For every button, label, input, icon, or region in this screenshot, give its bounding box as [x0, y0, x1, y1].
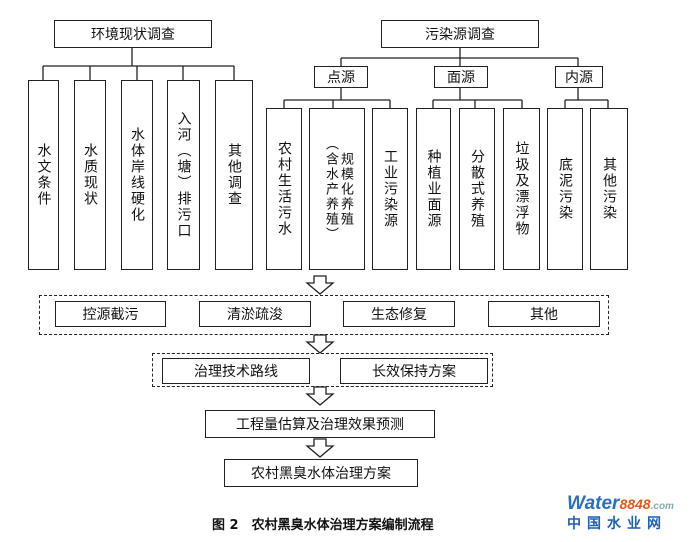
route-technical: 治理技术路线: [162, 358, 310, 384]
estimate-box: 工程量估算及治理效果预测: [205, 410, 435, 438]
group-point-source: 点源: [314, 66, 368, 88]
figure-caption: 图 2 农村黑臭水体治理方案编制流程: [212, 518, 434, 533]
measure-other: 其他: [488, 301, 600, 327]
pollution-survey-title: 污染源调查: [381, 20, 539, 48]
internal-item-sediment: 底泥污染: [547, 108, 583, 270]
routes-group: [152, 353, 493, 387]
env-item-water-quality: 水质现状: [74, 80, 106, 270]
env-item-shoreline: 水体岸线硬化: [121, 80, 153, 270]
measure-dredging: 清淤疏浚: [199, 301, 311, 327]
env-item-hydrology: 水文条件: [28, 80, 59, 270]
watermark-logo: Water8848.com 中国水业网: [567, 493, 674, 532]
nonpoint-item-garbage: 垃圾及漂浮物: [503, 108, 540, 270]
nonpoint-item-planting: 种植业面源: [416, 108, 451, 270]
nonpoint-item-scattered-breeding: 分散式养殖: [459, 108, 495, 270]
measures-group: [39, 295, 609, 335]
group-internal-source: 内源: [555, 66, 603, 88]
group-nonpoint-source: 面源: [434, 66, 488, 88]
measure-ecological-restoration: 生态修复: [343, 301, 455, 327]
env-item-outfall: 入河（塘）排污口: [167, 80, 200, 270]
point-item-livestock: （含水产养殖） 规模化养殖: [309, 108, 365, 270]
point-item-rural-sewage: 农村生活污水: [266, 108, 302, 270]
env-item-other: 其他调查: [215, 80, 253, 270]
internal-item-other: 其他污染: [590, 108, 628, 270]
final-plan-box: 农村黑臭水体治理方案: [224, 459, 418, 487]
route-long-term: 长效保持方案: [340, 358, 488, 384]
point-item-industrial: 工业污染源: [372, 108, 408, 270]
measure-source-control: 控源截污: [55, 301, 166, 327]
flow-arrows: [305, 275, 335, 458]
env-survey-title: 环境现状调查: [54, 20, 212, 48]
